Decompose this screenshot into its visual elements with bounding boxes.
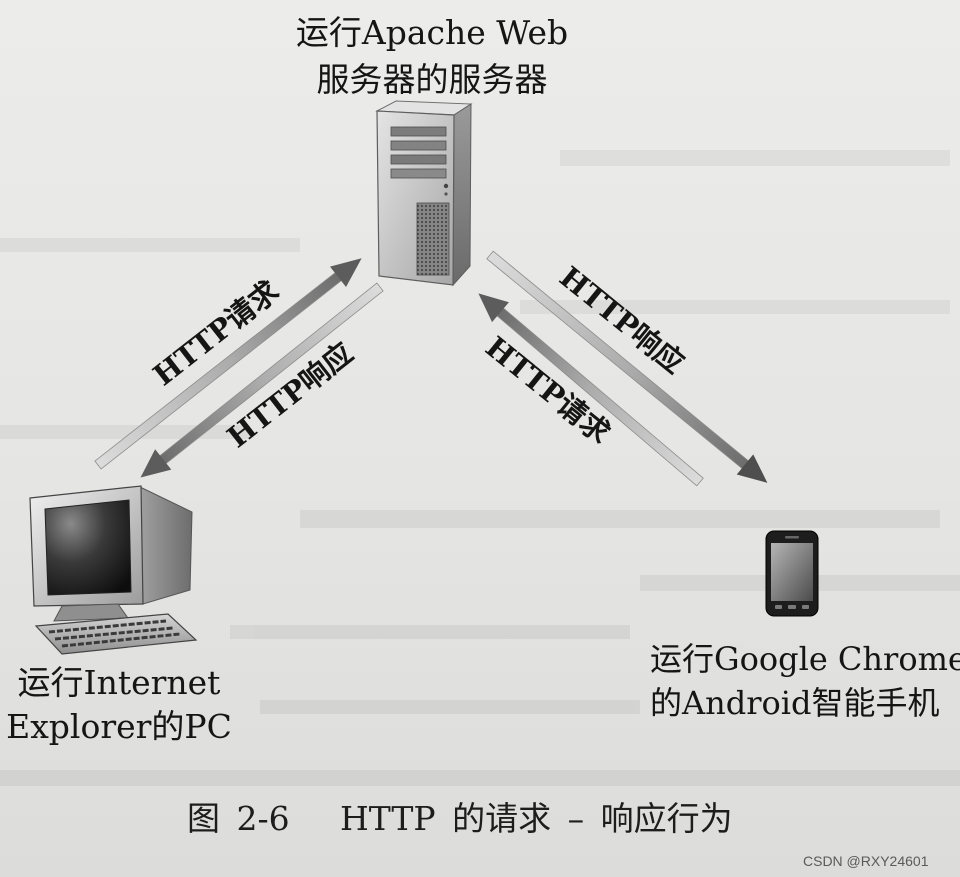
pc-label: 运行Internet Explorer的PC bbox=[6, 663, 232, 746]
server-label-line-2: 服务器的服务器 bbox=[317, 60, 548, 99]
keyboard-keys bbox=[48, 619, 181, 648]
drive-bays bbox=[390, 126, 447, 179]
server-label: 运行Apache Web 服务器的服务器 bbox=[296, 13, 568, 99]
paper-bleed-through bbox=[0, 150, 960, 786]
figure-caption-text: HTTP 的请求 – 响应行为 bbox=[340, 799, 733, 838]
http-request-arrow-phone-to-server bbox=[478, 293, 704, 487]
figure-caption: 图 2-6 HTTP 的请求 – 响应行为 bbox=[187, 799, 733, 838]
desktop-computer-icon bbox=[29, 485, 198, 655]
smartphone-icon bbox=[765, 530, 819, 617]
server-tower-icon bbox=[375, 100, 473, 287]
http-response-arrow-server-to-phone bbox=[486, 250, 768, 483]
server-label-line-1: 运行Apache Web bbox=[296, 13, 568, 52]
phone-label-line-1: 运行Google Chrome bbox=[650, 640, 960, 678]
phone-label-line-2: 的Android智能手机 bbox=[650, 684, 940, 722]
power-button bbox=[443, 183, 449, 189]
http-request-arrow-pc-to-server bbox=[94, 258, 362, 470]
phone-speaker bbox=[785, 536, 799, 539]
figure-number: 图 2-6 bbox=[187, 799, 290, 838]
vent-grille bbox=[416, 202, 450, 276]
status-light bbox=[444, 192, 448, 196]
http-response-arrow-server-to-pc bbox=[140, 282, 384, 478]
monitor-screen bbox=[44, 499, 132, 596]
pc-label-line-1: 运行Internet bbox=[18, 663, 221, 702]
watermark: CSDN @RXY24601 bbox=[803, 853, 929, 869]
phone-screen bbox=[771, 543, 813, 601]
phone-label: 运行Google Chrome 的Android智能手机 bbox=[650, 640, 960, 722]
pc-label-line-2: Explorer的PC bbox=[6, 707, 232, 746]
